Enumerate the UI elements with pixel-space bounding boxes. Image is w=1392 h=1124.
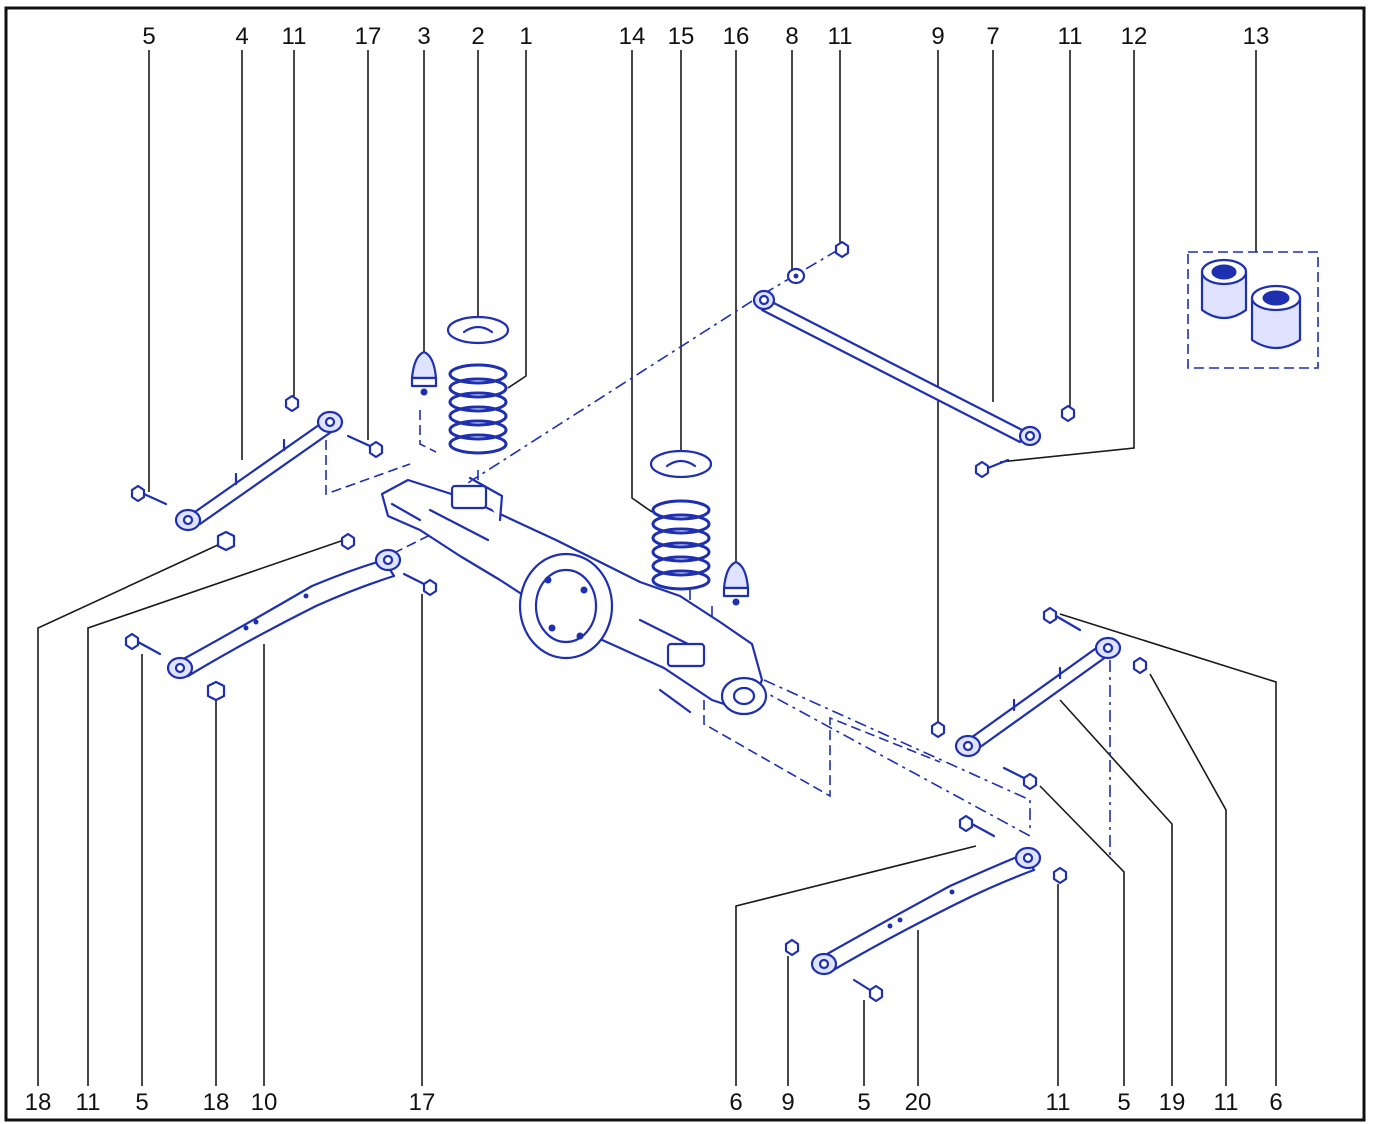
callout-label: 16: [723, 23, 750, 50]
bolt-6-upper-right: [1042, 606, 1082, 632]
callout-label: 14: [619, 23, 646, 50]
coil-spring-1: [448, 363, 508, 455]
callout-label: 12: [1121, 23, 1148, 50]
callout-label: 8: [785, 23, 798, 50]
bolt-5-lower-left: [124, 632, 162, 656]
callout-label: 18: [203, 1089, 230, 1116]
callout-label: 11: [1214, 1089, 1239, 1116]
nut-18-lower: [206, 680, 226, 702]
callout-label: 5: [1117, 1089, 1130, 1116]
bolt-17-lower: [402, 572, 438, 597]
leader-lines: [37, 50, 1277, 1086]
callout-label: 11: [282, 23, 307, 50]
callout-label: 11: [1058, 23, 1083, 50]
washer-8: [786, 267, 806, 285]
callout-label: 11: [76, 1089, 101, 1116]
callout-label: 20: [905, 1089, 932, 1116]
lateral-rod-7: [752, 289, 1042, 447]
callout-label: 3: [417, 23, 430, 50]
callout-label: 2: [471, 23, 484, 50]
nut-11-lower-left: [340, 532, 356, 551]
bolt-5-upper-left: [130, 484, 168, 506]
diagram-frame: [4, 6, 1366, 1122]
callout-label: 5: [142, 23, 155, 50]
coil-spring-14: [651, 499, 711, 591]
callout-label: 18: [25, 1089, 52, 1116]
callout-label: 9: [781, 1089, 794, 1116]
lower-link-10: [166, 548, 402, 680]
upper-link-4: [174, 410, 344, 532]
callout-label: 13: [1243, 23, 1270, 50]
callout-label: 17: [355, 23, 382, 50]
callout-label: 19: [1159, 1089, 1186, 1116]
bolt-12: [974, 458, 1010, 479]
callout-label: 17: [409, 1089, 436, 1116]
nut-11-top: [834, 240, 850, 259]
lower-link-20: [810, 846, 1042, 976]
bushing-kit-13: [1187, 251, 1319, 369]
bottom-callout-labels: 18 11 5 18 10 17 6 9 5 20 11 5 19 11 6: [25, 1089, 1283, 1116]
callout-label: 4: [235, 23, 248, 50]
upper-link-19: [954, 636, 1122, 758]
callout-label: 7: [986, 23, 999, 50]
spring-seat-15: [649, 449, 713, 479]
callout-label: 1: [519, 23, 532, 50]
bolt-5-lower-right: [852, 978, 884, 1003]
top-callout-labels: 5 4 11 17 3 2 1 14 15 16 8 11 9 7 11 12 …: [142, 23, 1269, 50]
nut-11-upper-right: [1132, 656, 1148, 675]
nut-11-upper-left: [284, 394, 300, 413]
callout-label: 11: [1046, 1089, 1071, 1116]
callout-label: 10: [251, 1089, 278, 1116]
nut-9-lower-right: [784, 938, 800, 957]
callout-label: 6: [1269, 1089, 1282, 1116]
nut-9-upper-right: [930, 720, 946, 739]
callout-label: 5: [135, 1089, 148, 1116]
callout-label: 5: [857, 1089, 870, 1116]
bolt-6-lower-right: [958, 814, 996, 838]
callout-label: 9: [931, 23, 944, 50]
bolt-5-upper-right: [1002, 766, 1038, 791]
callout-label: 11: [828, 23, 853, 50]
callout-label: 15: [668, 23, 695, 50]
nut-18-upper: [216, 530, 236, 552]
spring-seat-2: [446, 315, 510, 345]
bump-stop-3: [410, 350, 438, 396]
callout-label: 6: [729, 1089, 742, 1116]
bolt-17-upper: [346, 434, 384, 459]
bump-stop-16: [722, 560, 750, 606]
nut-11-rod: [1060, 404, 1076, 423]
rear-axle-housing: [380, 476, 768, 716]
nut-11-lower-right: [1052, 866, 1068, 885]
